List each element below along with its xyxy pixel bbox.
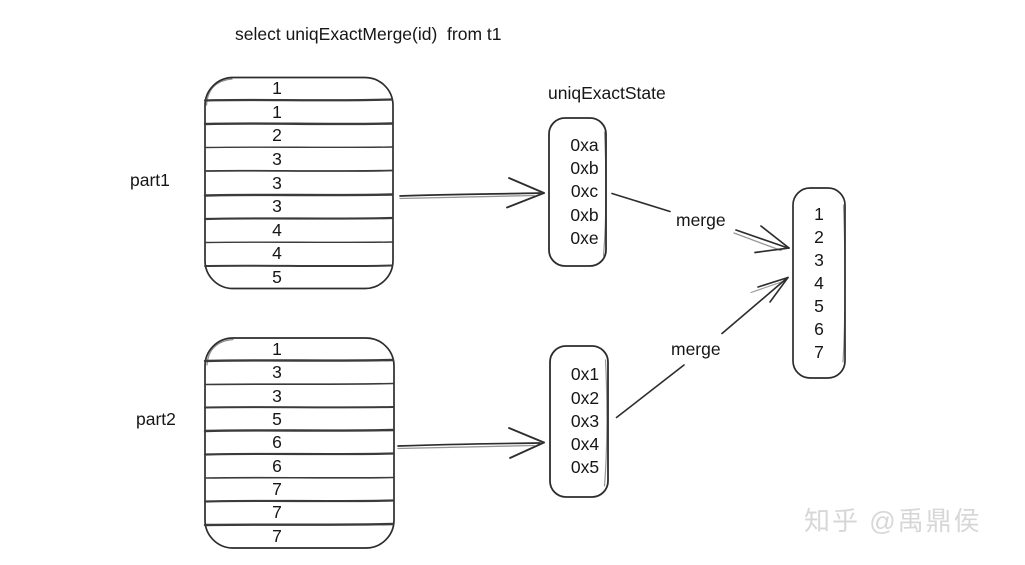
table-row: 3 — [272, 148, 282, 169]
state-value: 0xb — [570, 158, 599, 179]
part1-to-state1-arrow — [399, 177, 545, 209]
merge2-label: merge — [671, 339, 721, 359]
result-values: 1 2 3 4 5 6 7 — [793, 188, 845, 378]
state-value: 0x5 — [570, 457, 600, 478]
table-row: 4 — [272, 243, 282, 264]
table-row: 6 — [272, 455, 282, 476]
table-row: 5 — [272, 266, 282, 287]
state-value: 0x2 — [570, 387, 600, 408]
part1-row-dividers — [203, 98, 394, 268]
table-row: 7 — [272, 502, 282, 523]
table-row: 1 — [272, 339, 282, 360]
part2-label: part2 — [136, 409, 176, 429]
table-row: 7 — [272, 525, 282, 546]
state-value: 0xa — [570, 134, 599, 155]
merge1-label: merge — [676, 210, 726, 230]
state-value: 0x3 — [570, 410, 600, 431]
state2-box-outline — [549, 345, 609, 498]
table-row: 1 — [272, 78, 282, 99]
zhihu-watermark: 知乎 @禹鼎侯 — [804, 506, 982, 536]
table-row: 5 — [272, 409, 282, 430]
part1-table: 1 1 2 3 3 3 4 4 5 — [204, 77, 392, 289]
state1-box-outline — [548, 117, 607, 267]
part2-to-state2-arrow — [397, 427, 545, 459]
result-value: 3 — [814, 249, 824, 270]
result-box-outline — [792, 187, 846, 379]
state2-values: 0x1 0x2 0x3 0x4 0x5 — [550, 346, 608, 497]
result-value: 7 — [814, 341, 824, 362]
table-row: 3 — [272, 385, 282, 406]
result-value: 4 — [814, 272, 824, 293]
result-value: 2 — [814, 226, 824, 247]
state-value: 0x4 — [570, 434, 600, 455]
table-row: 6 — [272, 432, 282, 453]
table-row: 3 — [272, 172, 282, 193]
table-row: 3 — [272, 362, 282, 383]
table-row: 1 — [272, 101, 282, 122]
state-value: 0xc — [570, 181, 599, 202]
table-row: 7 — [272, 479, 282, 500]
table-row: 3 — [272, 196, 282, 217]
state-value: 0x1 — [570, 364, 600, 385]
result-value: 6 — [814, 318, 824, 339]
state-value: 0xe — [570, 227, 599, 248]
state1-merge-arrow — [611, 192, 790, 254]
part2-row-dividers — [203, 358, 395, 527]
table-row: 4 — [272, 219, 282, 240]
part1-label: part1 — [130, 170, 170, 190]
uniq-exact-state-label: uniqExactState — [548, 83, 666, 103]
table-row: 2 — [272, 125, 282, 146]
state-value: 0xb — [570, 204, 599, 225]
state2-merge-arrow — [615, 276, 789, 419]
query-title: select uniqExactMerge(id) from t1 — [235, 24, 502, 44]
part2-table: 1 3 3 5 6 6 7 7 7 — [204, 338, 392, 548]
result-value: 1 — [814, 203, 824, 224]
result-value: 5 — [814, 295, 824, 316]
state1-values: 0xa 0xb 0xc 0xb 0xe — [549, 118, 606, 266]
